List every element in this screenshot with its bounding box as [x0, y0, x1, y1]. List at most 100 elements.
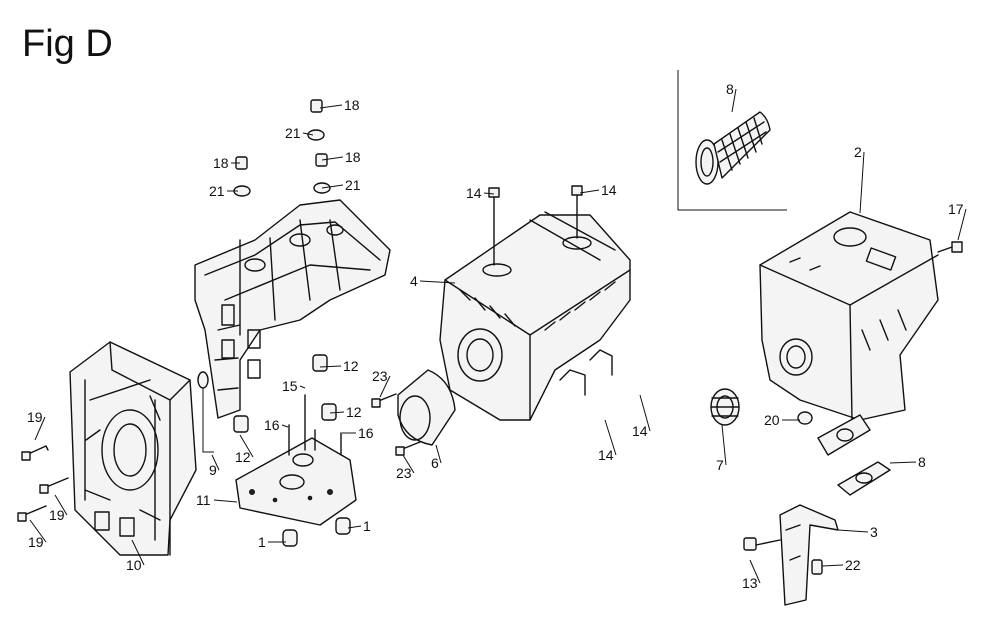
callout-c8a: 8 [726, 81, 737, 113]
insulator-block-drawing [69, 341, 197, 556]
callout-label: 6 [431, 455, 439, 471]
callout-label: 20 [764, 412, 780, 428]
callout-label: 8 [726, 81, 734, 97]
callout-c23b: 23 [396, 454, 415, 481]
callout-leader [319, 104, 343, 109]
callout-label: 18 [345, 149, 361, 165]
muffler-protector-drawing [439, 185, 631, 421]
callout-label: 16 [358, 425, 374, 441]
callout-c11: 11 [196, 492, 238, 508]
gaskets-drawing [797, 411, 891, 496]
callout-label: 21 [285, 125, 301, 141]
callout-label: 12 [235, 449, 251, 465]
callout-label: 22 [845, 557, 861, 573]
callout-c14c: 14 [632, 394, 651, 439]
callout-leader [239, 434, 254, 458]
exhaust-cover-drawing [397, 369, 456, 446]
callout-c13: 13 [742, 559, 761, 591]
callout-c21b: 21 [209, 183, 238, 199]
callout-leader [379, 375, 391, 398]
callout-leader [821, 564, 844, 567]
callout-leader [837, 529, 869, 533]
callout-leader [299, 385, 306, 389]
muffler-drawing [759, 211, 963, 421]
callout-c7: 7 [716, 424, 727, 473]
callout-label: 21 [209, 183, 225, 199]
callout-label: 23 [372, 368, 388, 384]
callout-leader [347, 525, 362, 529]
callout-leader [319, 365, 342, 368]
callout-label: 3 [870, 524, 878, 540]
callout-c20: 20 [764, 412, 800, 428]
callout-leader [721, 424, 727, 466]
callout-leader [281, 424, 289, 428]
callout-label: 4 [410, 273, 418, 289]
callout-c1a: 1 [347, 518, 371, 534]
callout-label: 16 [264, 417, 280, 433]
callout-c15: 15 [282, 378, 306, 394]
callout-label: 7 [716, 457, 724, 473]
callout-c2: 2 [854, 144, 865, 214]
callout-label: 8 [918, 454, 926, 470]
callout-leader [321, 184, 344, 189]
callout-c23a: 23 [372, 368, 391, 398]
callout-c19b: 19 [49, 494, 68, 523]
callout-label: 15 [282, 378, 298, 394]
callout-c14a: 14 [466, 185, 495, 201]
callout-c12b: 12 [329, 404, 362, 420]
callout-c18c: 18 [321, 149, 361, 165]
callout-c1b: 1 [258, 534, 286, 550]
heat-plate-drawing [235, 394, 357, 547]
callout-leader [604, 419, 617, 456]
callout-label: 18 [344, 97, 360, 113]
callout-leader [889, 461, 917, 464]
callout-c21a: 21 [285, 125, 314, 141]
callout-leader [131, 539, 145, 566]
muffler-bracket-drawing [743, 504, 839, 606]
callout-leader [731, 88, 737, 113]
callout-c16b: 16 [342, 425, 374, 441]
callout-label: 12 [346, 404, 362, 420]
callout-label: 14 [601, 182, 617, 198]
callout-leader [302, 132, 314, 136]
callout-c12a: 12 [319, 358, 359, 374]
callout-leader [213, 499, 238, 503]
callout-label: 23 [396, 465, 412, 481]
callout-c19c: 19 [28, 519, 47, 550]
callout-leader [54, 494, 68, 516]
callout-c4: 4 [410, 273, 456, 289]
callout-leader [579, 189, 600, 194]
callout-label: 10 [126, 557, 142, 573]
callout-leader [34, 416, 46, 441]
spark-arrester-drawing [710, 388, 740, 426]
callout-c9: 9 [209, 454, 220, 478]
callout-c12c: 12 [235, 434, 254, 465]
callout-leader [419, 280, 456, 284]
callout-c6: 6 [431, 444, 442, 471]
callout-c10: 10 [126, 539, 145, 573]
callout-label: 21 [345, 177, 361, 193]
callout-leader [639, 394, 651, 432]
callout-label: 9 [209, 462, 217, 478]
callout-c21c: 21 [321, 177, 361, 193]
callout-label: 12 [343, 358, 359, 374]
nuts-and-washers-drawing [233, 99, 337, 433]
bolts-drawing [17, 393, 421, 522]
callout-label: 14 [598, 447, 614, 463]
callout-leader [435, 444, 442, 464]
callout-label: 14 [466, 185, 482, 201]
callout-leader [749, 559, 761, 584]
callout-c3: 3 [837, 524, 878, 540]
callout-label: 2 [854, 144, 862, 160]
callout-leader [211, 454, 220, 471]
callout-label: 17 [948, 201, 964, 217]
callout-c18a: 18 [319, 97, 360, 113]
callout-c18b: 18 [213, 155, 240, 171]
callout-c16a: 16 [264, 417, 289, 433]
callout-leader [29, 519, 47, 543]
callout-leader [321, 156, 344, 161]
figure-title: Fig D [22, 23, 113, 65]
inset-box-part-8 [677, 70, 787, 211]
callout-leader [329, 411, 345, 414]
